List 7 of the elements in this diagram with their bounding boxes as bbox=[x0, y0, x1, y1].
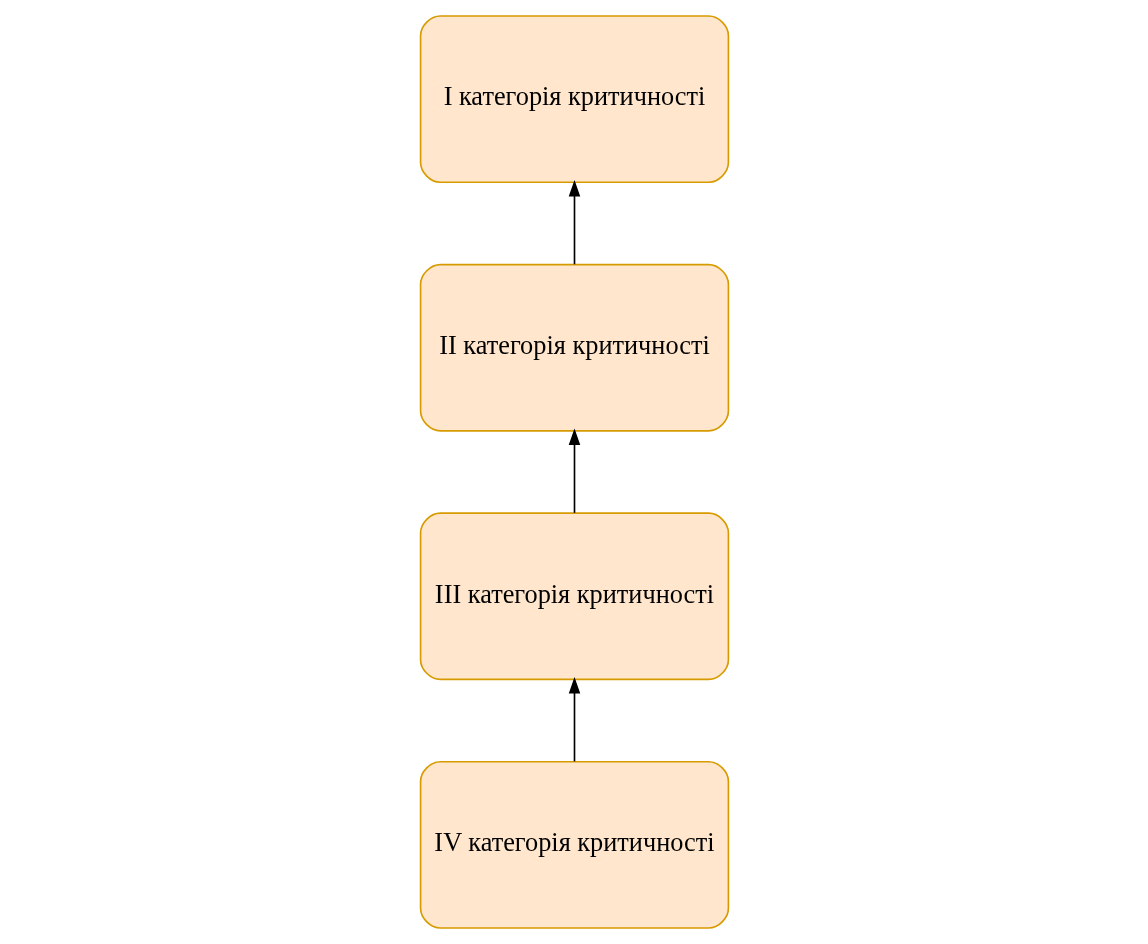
node-box: IV категорія критичності bbox=[419, 760, 729, 929]
arrow bbox=[568, 428, 580, 514]
arrow bbox=[568, 179, 580, 266]
node-box: III категорія критичності bbox=[419, 512, 729, 681]
node-box: I категорія критичності bbox=[419, 15, 729, 184]
arrow bbox=[568, 677, 580, 763]
node-box: II категорія критичності bbox=[419, 263, 729, 432]
